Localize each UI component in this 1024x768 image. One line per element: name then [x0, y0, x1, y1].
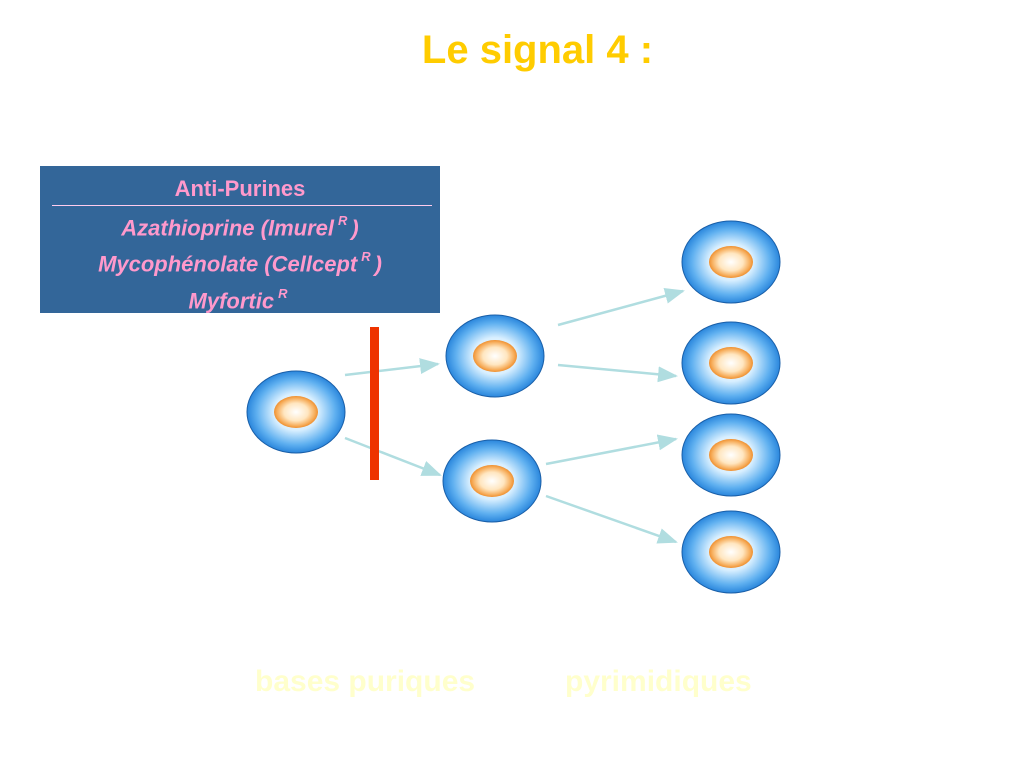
arrow-gen1a-to-gen2a — [557, 288, 685, 327]
drug-class-header: Anti-Purines — [174, 176, 306, 201]
cell-gen2-1 — [681, 220, 781, 304]
cell-parent — [246, 370, 346, 454]
drug-suffix: ) — [374, 251, 382, 277]
slide-title: Le signal 4 : — [421, 28, 654, 72]
cell-gen2-2 — [681, 321, 781, 405]
cell-nucleus — [470, 465, 514, 497]
cell-nucleus — [274, 396, 318, 428]
drug-suffix: ) — [351, 215, 359, 241]
registered-mark: R — [361, 249, 371, 265]
footer-label-purines: bases puriques — [255, 665, 476, 698]
cell-nucleus — [709, 347, 753, 379]
footer-label-pyrimidines: pyrimidiques — [565, 665, 752, 698]
cell-nucleus — [709, 536, 753, 568]
cell-gen2-3 — [681, 413, 781, 497]
arrow-gen1a-to-gen2b — [557, 363, 678, 383]
drug-name: Azathioprine (Imurel — [121, 215, 334, 241]
cell-gen1-top — [445, 314, 545, 398]
registered-mark: R — [278, 285, 288, 301]
cell-gen2-4 — [681, 510, 781, 594]
drug-name: Myfortic — [188, 287, 275, 313]
arrow-gen0-to-gen1a — [344, 358, 440, 377]
registered-mark: R — [337, 213, 348, 228]
header-divider — [52, 205, 432, 206]
inhibition-bar — [370, 327, 379, 480]
drug-name: Mycophénolate (Cellcept — [98, 251, 358, 277]
proliferation-arrows — [344, 288, 685, 544]
cell-gen1-bottom — [442, 439, 542, 523]
arrow-gen1b-to-gen2d — [545, 494, 678, 544]
arrow-gen1b-to-gen2c — [545, 434, 678, 466]
arrow-gen0-to-gen1b — [344, 436, 442, 477]
cell-nucleus — [473, 340, 517, 372]
cell-nucleus — [709, 439, 753, 471]
cell-nucleus — [709, 246, 753, 278]
